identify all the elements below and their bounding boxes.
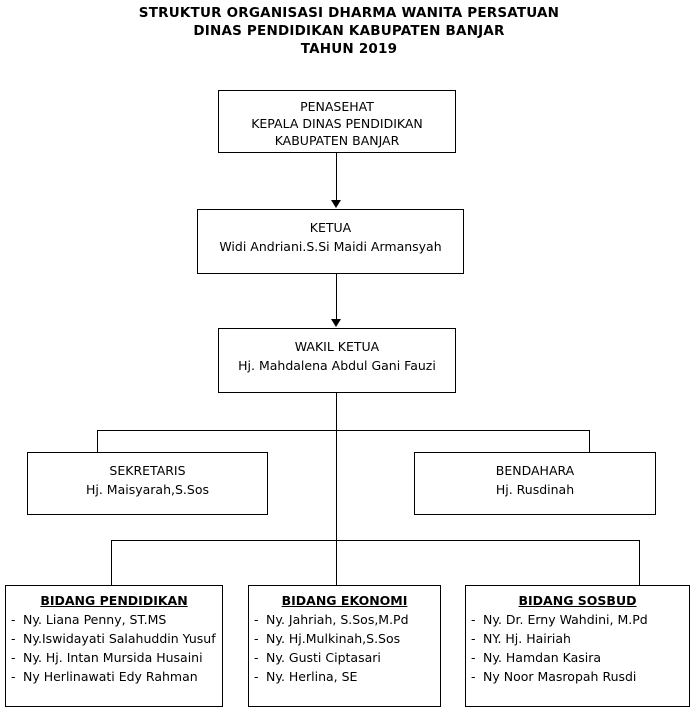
title-line-1: STRUKTUR ORGANISASI DHARMA WANITA PERSAT… bbox=[138, 5, 560, 21]
title-line-2: DINAS PENDIDIKAN KABUPATEN BANJAR bbox=[193, 23, 505, 39]
bidang-ekonomi-member-list: -Ny. Jahriah, S.Sos,M.Pd -Ny. Hj.Mulkina… bbox=[253, 610, 436, 686]
bidang-pendidikan-title: BIDANG PENDIDIKAN bbox=[40, 593, 188, 608]
bullet-dash-icon: - bbox=[11, 650, 16, 665]
member-name: Ny. Herlina, SE bbox=[266, 669, 358, 684]
bullet-dash-icon: - bbox=[254, 669, 259, 684]
bullet-dash-icon: - bbox=[11, 612, 16, 627]
list-item: -Ny. Liana Penny, ST.MS bbox=[10, 610, 218, 629]
bullet-dash-icon: - bbox=[11, 669, 16, 684]
bidang-sosbud-member-list: -Ny. Dr. Erny Wahdini, M.Pd -NY. Hj. Hai… bbox=[470, 610, 685, 686]
arrow-down-icon bbox=[331, 200, 341, 208]
list-item: -Ny. Hamdan Kasira bbox=[470, 648, 685, 667]
wakil-ketua-role: WAKIL KETUA bbox=[294, 339, 380, 354]
bidang-sosbud-title: BIDANG SOSBUD bbox=[518, 593, 637, 608]
node-bendahara: BENDAHARA Hj. Rusdinah bbox=[414, 452, 656, 515]
node-penasehat: PENASEHAT KEPALA DINAS PENDIDIKAN KABUPA… bbox=[218, 90, 456, 153]
list-item: -Ny. Dr. Erny Wahdini, M.Pd bbox=[470, 610, 685, 629]
wakil-ketua-person: Hj. Mahdalena Abdul Gani Fauzi bbox=[238, 358, 436, 373]
list-item: -Ny. Herlina, SE bbox=[253, 667, 436, 686]
node-sekretaris: SEKRETARIS Hj. Maisyarah,S.Sos bbox=[27, 452, 268, 515]
node-bidang-sosbud: BIDANG SOSBUD -Ny. Dr. Erny Wahdini, M.P… bbox=[465, 585, 690, 707]
connector-ketua-to-wakil-ketua bbox=[336, 274, 337, 320]
bullet-dash-icon: - bbox=[254, 650, 259, 665]
penasehat-role-line-1: PENASEHAT bbox=[300, 99, 374, 114]
list-item: -Ny. Jahriah, S.Sos,M.Pd bbox=[253, 610, 436, 629]
member-name: Ny Noor Masropah Rusdi bbox=[483, 669, 637, 684]
bidang-ekonomi-title: BIDANG EKONOMI bbox=[281, 593, 408, 608]
connector-drop-bidang-pendidikan bbox=[111, 540, 112, 586]
connector-drop-sekretaris bbox=[97, 430, 98, 453]
node-bidang-pendidikan: BIDANG PENDIDIKAN -Ny. Liana Penny, ST.M… bbox=[5, 585, 223, 707]
penasehat-role-line-2: KEPALA DINAS PENDIDIKAN bbox=[251, 116, 423, 131]
bullet-dash-icon: - bbox=[254, 612, 259, 627]
penasehat-role-line-3: KABUPATEN BANJAR bbox=[274, 133, 400, 148]
sekretaris-person: Hj. Maisyarah,S.Sos bbox=[85, 482, 209, 497]
chart-title: STRUKTUR ORGANISASI DHARMA WANITA PERSAT… bbox=[0, 4, 698, 58]
bullet-dash-icon: - bbox=[471, 612, 476, 627]
list-item: -Ny. Hj.Mulkinah,S.Sos bbox=[253, 629, 436, 648]
list-item: -Ny. Gusti Ciptasari bbox=[253, 648, 436, 667]
list-item: -Ny Herlinawati Edy Rahman bbox=[10, 667, 218, 686]
member-name: NY. Hj. Hairiah bbox=[483, 631, 571, 646]
ketua-role: KETUA bbox=[309, 220, 352, 235]
connector-bus-bidang bbox=[111, 540, 640, 541]
member-name: Ny. Liana Penny, ST.MS bbox=[23, 612, 167, 627]
member-name: Ny. Hj. Intan Mursida Husaini bbox=[23, 650, 203, 665]
connector-bus-sekretaris-bendahara-right bbox=[97, 430, 590, 431]
bullet-dash-icon: - bbox=[471, 631, 476, 646]
ketua-person: Widi Andriani.S.Si Maidi Armansyah bbox=[219, 239, 442, 254]
connector-drop-bidang-ekonomi bbox=[336, 540, 337, 586]
bullet-dash-icon: - bbox=[471, 669, 476, 684]
sekretaris-role: SEKRETARIS bbox=[109, 463, 186, 478]
member-name: Ny. Gusti Ciptasari bbox=[266, 650, 381, 665]
bendahara-person: Hj. Rusdinah bbox=[495, 482, 575, 497]
member-name: Ny Herlinawati Edy Rahman bbox=[23, 669, 198, 684]
node-bidang-ekonomi: BIDANG EKONOMI -Ny. Jahriah, S.Sos,M.Pd … bbox=[248, 585, 441, 707]
member-name: Ny. Hj.Mulkinah,S.Sos bbox=[266, 631, 401, 646]
bullet-dash-icon: - bbox=[471, 650, 476, 665]
node-wakil-ketua: WAKIL KETUA Hj. Mahdalena Abdul Gani Fau… bbox=[218, 328, 456, 393]
connector-penasehat-to-ketua bbox=[336, 153, 337, 201]
list-item: -NY. Hj. Hairiah bbox=[470, 629, 685, 648]
connector-drop-bidang-sosbud bbox=[639, 540, 640, 586]
bendahara-role: BENDAHARA bbox=[495, 463, 575, 478]
list-item: -Ny. Hj. Intan Mursida Husaini bbox=[10, 648, 218, 667]
member-name: Ny.Iswidayati Salahuddin Yusuf bbox=[23, 631, 216, 646]
node-ketua: KETUA Widi Andriani.S.Si Maidi Armansyah bbox=[197, 209, 464, 274]
connector-trunk-to-bidang bbox=[336, 430, 337, 541]
list-item: -Ny Noor Masropah Rusdi bbox=[470, 667, 685, 686]
bullet-dash-icon: - bbox=[11, 631, 16, 646]
bullet-dash-icon: - bbox=[254, 631, 259, 646]
connector-wakil-ketua-trunk bbox=[336, 393, 337, 431]
bidang-pendidikan-member-list: -Ny. Liana Penny, ST.MS -Ny.Iswidayati S… bbox=[10, 610, 218, 686]
title-line-3: TAHUN 2019 bbox=[300, 41, 398, 57]
arrow-down-icon bbox=[331, 319, 341, 327]
member-name: Ny. Hamdan Kasira bbox=[483, 650, 602, 665]
member-name: Ny. Jahriah, S.Sos,M.Pd bbox=[266, 612, 409, 627]
member-name: Ny. Dr. Erny Wahdini, M.Pd bbox=[483, 612, 648, 627]
list-item: -Ny.Iswidayati Salahuddin Yusuf bbox=[10, 629, 218, 648]
connector-drop-bendahara bbox=[589, 430, 590, 453]
